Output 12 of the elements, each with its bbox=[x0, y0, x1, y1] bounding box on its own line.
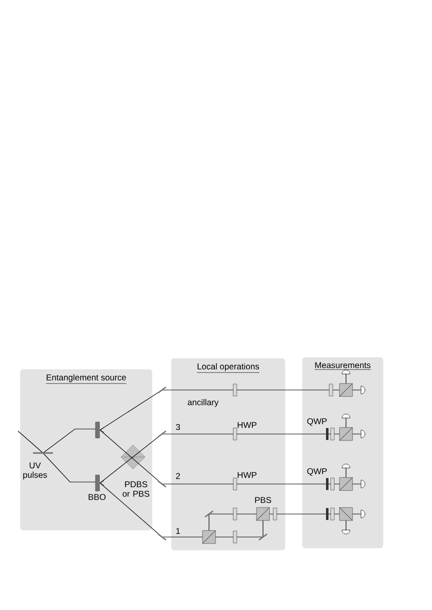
component-label: 2 bbox=[176, 473, 180, 479]
component-label: BBO bbox=[88, 494, 106, 500]
component-label: UV pulses bbox=[23, 462, 47, 480]
component-label: HWP bbox=[238, 472, 256, 478]
component-label: 1 bbox=[176, 528, 180, 534]
component-label: 3 bbox=[176, 424, 180, 430]
component-label: PDBS or PBS bbox=[122, 481, 150, 497]
component-label: QWP bbox=[307, 418, 327, 426]
component-label: QWP bbox=[307, 468, 327, 476]
component-label: ancillary bbox=[188, 399, 219, 407]
component-label: HWP bbox=[238, 422, 256, 428]
component-label: PBS bbox=[255, 497, 272, 503]
